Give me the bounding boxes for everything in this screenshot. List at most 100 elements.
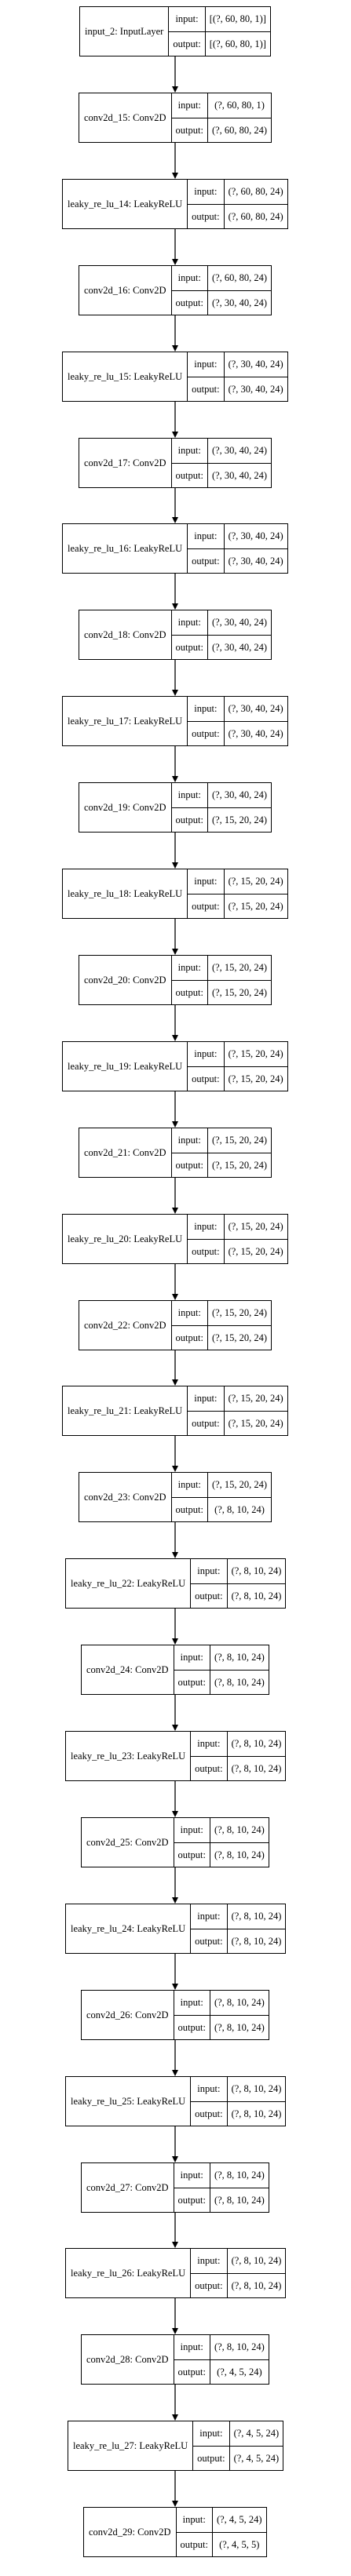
io-labels: input:output:: [188, 524, 225, 573]
output-shape: (?, 4, 5, 24): [217, 2366, 262, 2377]
arrowhead-icon: [172, 345, 178, 352]
io-shapes: (?, 60, 80, 24) (?, 30, 40, 24): [207, 266, 272, 315]
io-labels: input:output:: [188, 1042, 225, 1091]
output-shape: (?, 30, 40, 24): [228, 555, 283, 567]
input-label: input:: [191, 1732, 227, 1757]
io-shapes: (?, 15, 20, 24)(?, 15, 20, 24): [224, 1215, 287, 1263]
output-label: output:: [192, 1245, 220, 1257]
arrowhead-icon: [172, 259, 178, 265]
input-label: input:: [171, 783, 207, 808]
io-shapes: (?, 30, 40, 24)(?, 30, 40, 24): [224, 524, 287, 573]
layer-name: conv2d_22: Conv2D: [79, 1301, 172, 1350]
layer-name: leaky_re_lu_26: LeakyReLU: [66, 2249, 192, 2297]
output-label: output:: [175, 1332, 203, 1343]
io-labels: input:output:: [188, 697, 225, 745]
io-shapes: [(?, 60, 80, 1)][(?, 60, 80, 1)]: [205, 7, 270, 56]
input-label: input:: [174, 1991, 210, 2016]
layer-name: conv2d_27: Conv2D: [82, 2163, 174, 2212]
io-labels: input: output:: [188, 1215, 225, 1263]
io-shapes: (?, 30, 40, 24)(?, 30, 40, 24): [207, 439, 272, 487]
arrowhead-icon: [172, 862, 178, 869]
arrowhead-icon: [172, 2501, 178, 2507]
arrowhead-icon: [172, 2070, 178, 2076]
input-shape: (?, 15, 20, 24): [224, 1386, 287, 1412]
input-label: input:: [191, 2249, 227, 2274]
arrowhead-icon: [172, 1725, 178, 1731]
io-shapes: (?, 8, 10, 24)(?, 4, 5, 24): [210, 2335, 269, 2384]
io-labels: input:output:: [171, 439, 208, 487]
arrowhead-icon: [172, 1984, 178, 1990]
input-label: input:: [174, 1645, 210, 1671]
io-labels: input:output:: [171, 266, 208, 315]
output-label: output:: [192, 383, 220, 395]
arrowhead-icon: [172, 1035, 178, 1041]
input-shape: (?, 8, 10, 24): [227, 2249, 286, 2274]
input-shape: (?, 4, 5, 24): [229, 2421, 283, 2447]
io-shapes: (?, 8, 10, 24)(?, 8, 10, 24): [227, 2249, 286, 2297]
io-labels: input:output:: [171, 956, 208, 1004]
input-label: input:: [188, 1215, 224, 1240]
input-label: input:: [188, 352, 224, 377]
io-labels: input: output:: [171, 1473, 208, 1521]
input-label: input:: [191, 2077, 227, 2102]
layer-name: leaky_re_lu_17: LeakyReLU: [63, 697, 188, 745]
arrowhead-icon: [172, 2242, 178, 2248]
output-shape: (?, 30, 40, 24): [228, 383, 283, 395]
layer-name: leaky_re_lu_24: LeakyReLU: [66, 1904, 192, 1953]
io-shapes: (?, 30, 40, 24)(?, 15, 20, 24): [207, 783, 272, 832]
output-label: output:: [177, 1676, 206, 1688]
io-labels: input:output:: [174, 1818, 210, 1867]
input-shape: (?, 8, 10, 24): [210, 1645, 269, 1671]
io-labels: input: output:: [191, 2077, 228, 2126]
input-shape: (?, 60, 80, 24): [207, 266, 272, 291]
input-label: input:: [188, 180, 224, 205]
arrowhead-icon: [172, 432, 178, 438]
input-label: input:: [171, 266, 207, 291]
arrowhead-icon: [172, 690, 178, 696]
io-shapes: (?, 4, 5, 24)(?, 4, 5, 5): [212, 2508, 266, 2556]
output-label: output:: [175, 1503, 203, 1515]
layer-name: conv2d_18: Conv2D: [79, 610, 172, 659]
output-label: output:: [195, 2108, 223, 2119]
input-label: input:: [176, 2508, 212, 2533]
input-label: input:: [171, 93, 207, 118]
io-shapes: (?, 8, 10, 24)(?, 8, 10, 24): [227, 1732, 286, 1780]
output-label: output:: [192, 210, 220, 222]
output-label: output:: [177, 2021, 206, 2033]
layer-name: leaky_re_lu_25: LeakyReLU: [66, 2077, 192, 2126]
arrowhead-icon: [172, 173, 178, 179]
output-shape: (?, 30, 40, 24): [211, 297, 268, 308]
io-shapes: (?, 15, 20, 24)(?, 15, 20, 24): [224, 869, 287, 918]
output-shape: (?, 15, 20, 24): [211, 986, 268, 998]
output-shape: (?, 8, 10, 24): [214, 1503, 265, 1515]
io-shapes: (?, 15, 20, 24)(?, 15, 20, 24): [207, 1301, 272, 1350]
output-label: output:: [192, 727, 220, 739]
input-shape: (?, 8, 10, 24): [227, 1904, 286, 1929]
io-labels: input:output:: [171, 1301, 208, 1350]
layer-name: conv2d_15: Conv2D: [79, 93, 172, 142]
input-shape: (?, 60, 80, 1): [207, 93, 272, 118]
layer-name: input_2: InputLayer: [80, 7, 170, 56]
output-shape: (?, 8, 10, 24): [214, 1849, 265, 1860]
layer-name: leaky_re_lu_20: LeakyReLU: [63, 1215, 188, 1263]
arrowhead-icon: [172, 1379, 178, 1386]
arrowhead-icon: [172, 949, 178, 955]
input-label: input:: [191, 1559, 227, 1584]
io-shapes: (?, 8, 10, 24)(?, 8, 10, 24): [227, 1559, 286, 1608]
input-label: input:: [171, 1473, 207, 1498]
output-shape: (?, 4, 5, 5): [219, 2538, 260, 2550]
io-shapes: (?, 60, 80, 24)(?, 60, 80, 24): [224, 180, 287, 228]
io-shapes: (?, 4, 5, 24)(?, 4, 5, 24): [229, 2421, 283, 2470]
output-shape: (?, 8, 10, 24): [231, 1935, 282, 1947]
arrowhead-icon: [172, 776, 178, 782]
